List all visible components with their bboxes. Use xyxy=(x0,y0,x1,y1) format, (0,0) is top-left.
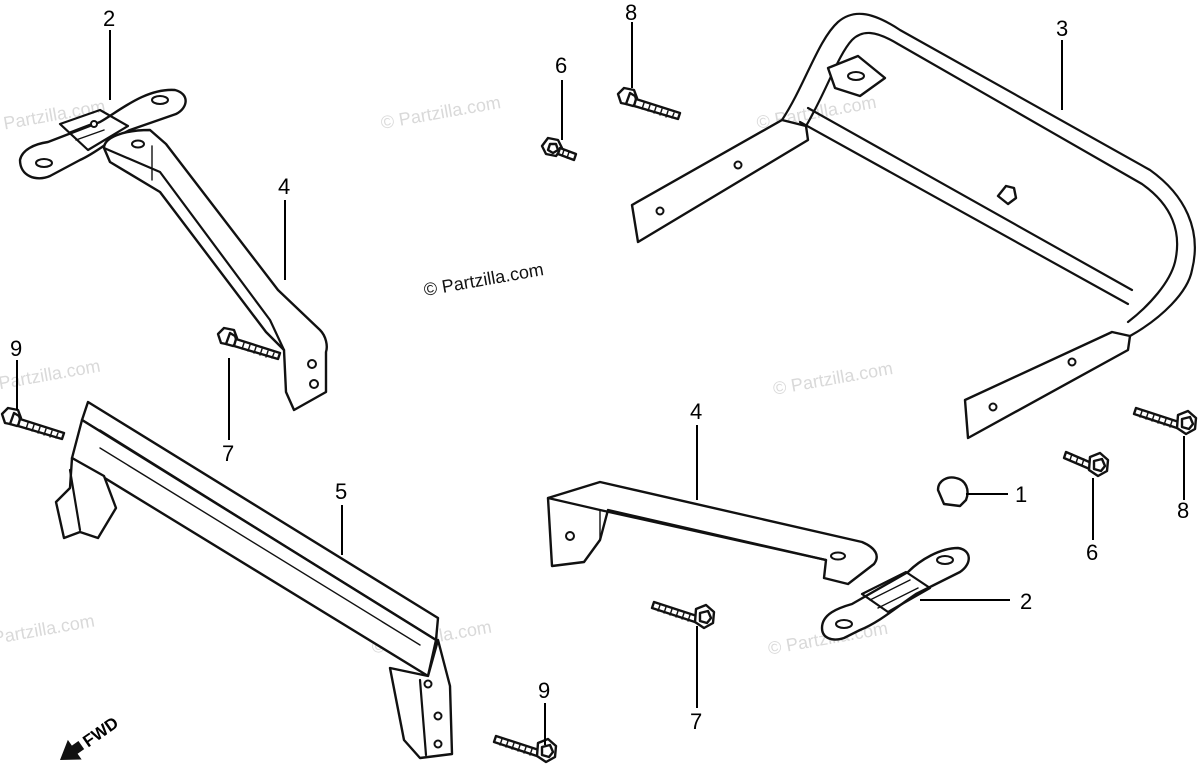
part-8-bolt-right xyxy=(1132,406,1198,436)
callout-4-right: 4 xyxy=(690,399,702,424)
watermark-text: © Partzilla.com xyxy=(0,356,102,397)
callout-4-left: 4 xyxy=(278,174,290,199)
callout-8-left: 8 xyxy=(625,0,637,25)
part-9-bolt-left xyxy=(0,406,66,441)
part-2-plate-right xyxy=(820,546,970,641)
callout-labels: 2 6 8 3 4 9 7 5 4 1 2 6 8 7 9 xyxy=(10,0,1189,734)
callout-5: 5 xyxy=(335,479,347,504)
callout-6-left: 6 xyxy=(555,53,567,78)
part-4-bracket-left xyxy=(102,128,328,412)
part-8-bolt-left xyxy=(616,86,682,121)
watermark-text: © Partzilla.com xyxy=(0,611,96,652)
callout-7-right: 7 xyxy=(690,709,702,734)
part-4-bracket-right xyxy=(546,480,878,586)
callout-7-left: 7 xyxy=(222,441,234,466)
callout-1: 1 xyxy=(1015,482,1027,507)
fwd-label: FWD xyxy=(79,713,122,751)
arrow-icon xyxy=(60,739,85,760)
callout-9-left: 9 xyxy=(10,336,22,361)
part-7-bolt-right xyxy=(650,600,716,630)
watermark-text: © Partzilla.com xyxy=(771,358,894,399)
fwd-direction-arrow: FWD xyxy=(60,713,122,760)
part-6-nut-left xyxy=(540,136,578,162)
callout-6-right: 6 xyxy=(1086,540,1098,565)
callout-8-right: 8 xyxy=(1177,498,1189,523)
watermark-text: © Partzilla.com xyxy=(379,92,502,133)
part-6-bolt-right xyxy=(1062,450,1110,478)
callout-9-right: 9 xyxy=(538,678,550,703)
part-1-rubber-cap xyxy=(936,476,969,508)
part-3-carrier-frame xyxy=(630,12,1196,440)
leader-lines xyxy=(16,22,1185,745)
copyright-notice: © Partzilla.com xyxy=(422,259,545,300)
part-9-bolt-right xyxy=(492,734,558,764)
callout-2-left: 2 xyxy=(103,6,115,31)
callout-2-right: 2 xyxy=(1020,589,1032,614)
part-5-front-bar xyxy=(54,400,454,760)
callout-3: 3 xyxy=(1056,16,1068,41)
part-2-plate-left xyxy=(18,88,187,180)
